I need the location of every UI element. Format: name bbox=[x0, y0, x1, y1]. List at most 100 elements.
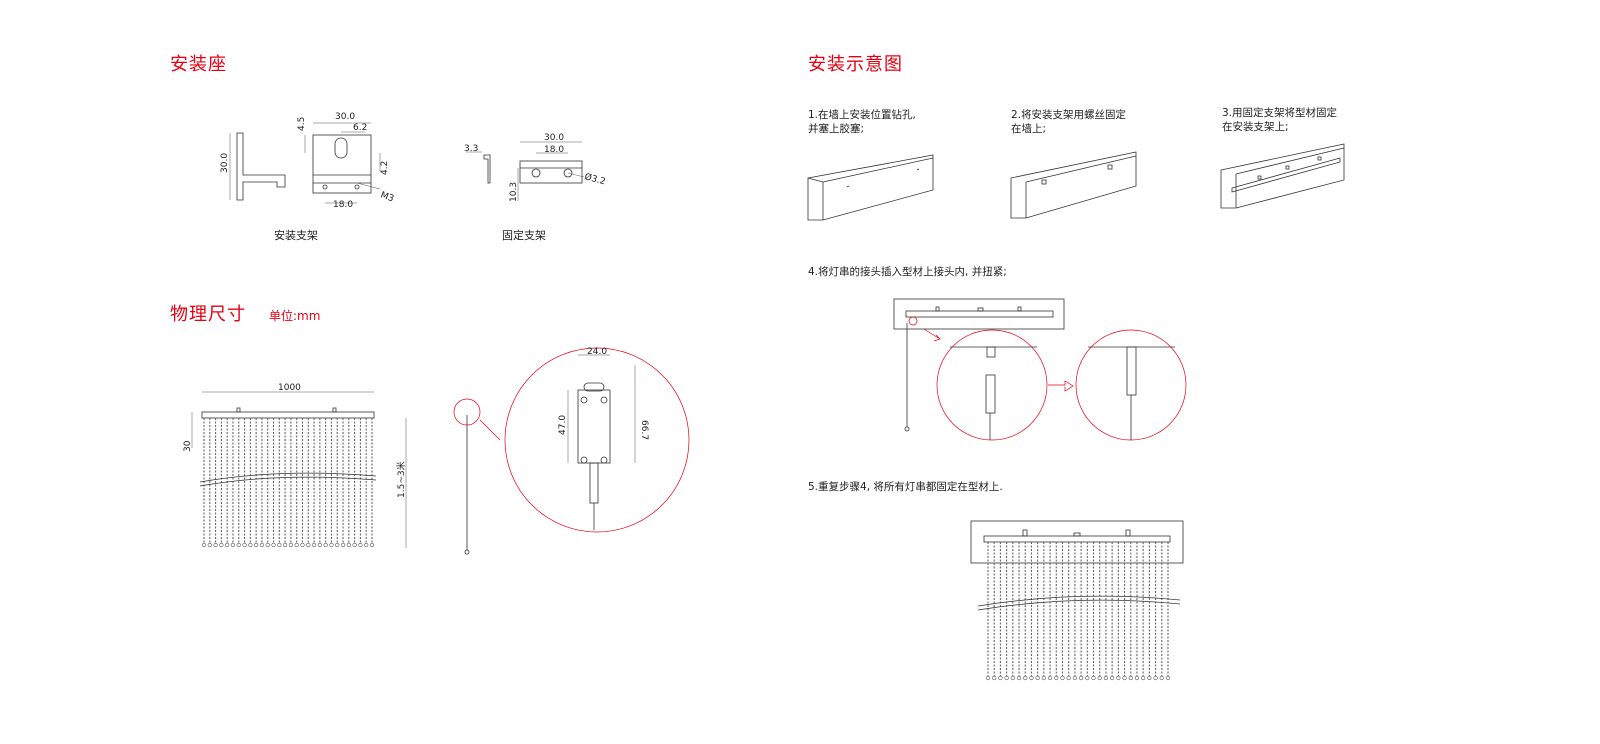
strand-end-bead bbox=[1016, 675, 1022, 681]
strand-end-bead bbox=[236, 542, 241, 548]
fixing-width-dim: 30.0 bbox=[544, 133, 564, 143]
strand-end-bead bbox=[1047, 675, 1053, 681]
connector-detail-drawing: 24.0 47.0 66.7 bbox=[453, 347, 690, 555]
strand-end-bead bbox=[1041, 675, 1046, 681]
step-2-line-2: 在墙上; bbox=[1011, 123, 1047, 135]
strand-end-bead bbox=[1004, 675, 1009, 681]
strand-end-bead bbox=[1147, 675, 1152, 681]
fixing-height-dim: 10.3 bbox=[509, 182, 519, 202]
strand-end-bead bbox=[340, 542, 346, 548]
strand-end-bead bbox=[294, 542, 299, 548]
strand-end-bead bbox=[1159, 675, 1164, 681]
strand-end-bead bbox=[248, 542, 253, 548]
strand-end-bead bbox=[277, 542, 282, 548]
strand-end-bead bbox=[1165, 675, 1171, 681]
strand-end-bead bbox=[311, 542, 317, 548]
strand-end-bead bbox=[207, 542, 212, 548]
mount-width-dim: 30.0 bbox=[335, 112, 355, 122]
step-1-line-2: 并塞上胶塞; bbox=[808, 123, 865, 135]
box-height-dim: 47.0 bbox=[558, 415, 568, 435]
strand-end-bead bbox=[1054, 675, 1059, 681]
strand-end-bead bbox=[1029, 675, 1034, 681]
strand-end-bead bbox=[358, 542, 363, 548]
strand-end-bead bbox=[352, 542, 357, 548]
step-2-text: 2.将安装支架用螺丝固定 在墙上; bbox=[1011, 108, 1126, 136]
fixing-bracket-caption: 固定支架 bbox=[502, 229, 546, 242]
step-3-line-1: 3.用固定支架将型材固定 bbox=[1222, 107, 1338, 119]
strand-end-bead bbox=[992, 675, 997, 681]
strand-end-bead bbox=[242, 542, 247, 548]
strand-end-bead bbox=[317, 542, 322, 548]
step-4-drawing bbox=[893, 298, 1187, 441]
strand-end-bead bbox=[1134, 675, 1140, 681]
strand-end-bead bbox=[1091, 675, 1096, 681]
strand-end-bead bbox=[1153, 675, 1158, 681]
strand-end-bead bbox=[1035, 675, 1040, 681]
strand-end-bead bbox=[1023, 675, 1028, 681]
strand-end-bead bbox=[306, 542, 311, 548]
strand-end-bead bbox=[1122, 675, 1127, 681]
strand-end-bead bbox=[254, 542, 259, 548]
mount-section-title: 安装座 bbox=[170, 54, 227, 75]
strand-end-bead bbox=[259, 542, 265, 548]
drop-dim: 1.5~3米 bbox=[395, 461, 407, 498]
step-2-line-1: 2.将安装支架用螺丝固定 bbox=[1011, 109, 1127, 121]
step-1-text: 1.在墙上安装位置钻孔, 并塞上胶塞; bbox=[808, 108, 916, 136]
step-1-wall-drawing bbox=[807, 154, 934, 221]
strand-end-bead bbox=[265, 542, 270, 548]
fixing-side-dim: 3.3 bbox=[464, 144, 478, 154]
strand-end-bead bbox=[288, 542, 293, 548]
length-dim: 1000 bbox=[278, 383, 301, 393]
strand-end-bead bbox=[1079, 675, 1084, 681]
strand-end-bead bbox=[335, 542, 340, 548]
mount-slot-dim: 6.2 bbox=[353, 123, 367, 133]
strand-end-bead bbox=[219, 542, 224, 548]
strand-end-bead bbox=[283, 542, 288, 548]
strand-end-bead bbox=[1116, 675, 1121, 681]
mount-bracket-caption: 安装支架 bbox=[274, 229, 318, 242]
strand-end-bead bbox=[1141, 675, 1146, 681]
fixing-hole-dim: Ø3.2 bbox=[583, 171, 607, 187]
strand-end-bead bbox=[323, 542, 328, 548]
strand-end-bead bbox=[213, 542, 218, 548]
fixing-inner-dim: 18.0 bbox=[544, 145, 564, 155]
mount-bottom-dim: 18.0 bbox=[333, 200, 353, 210]
strand-end-bead bbox=[1060, 675, 1065, 681]
mount-right-dim: 4.2 bbox=[380, 161, 390, 175]
step-4-text: 4.将灯串的接头插入型材上接头内, 并扭紧; bbox=[808, 266, 1007, 278]
box-width-dim: 24.0 bbox=[587, 347, 607, 357]
rail-height-dim: 30 bbox=[183, 440, 193, 452]
step-2-wall-drawing bbox=[1010, 151, 1137, 219]
fixing-bracket-drawing: 3.3 30.0 18.0 10.3 Ø3.2 bbox=[464, 133, 607, 202]
strand-end-bead bbox=[1072, 675, 1077, 681]
strand-end-bead bbox=[230, 542, 236, 548]
strand-end-bead bbox=[1085, 675, 1090, 681]
unit-label: 单位:mm bbox=[269, 309, 321, 323]
strand-end-bead bbox=[364, 542, 369, 548]
mount-bracket-drawing: 30.0 30.0 6.2 4.5 4.2 18.0 M3 bbox=[220, 112, 395, 210]
strand-end-bead bbox=[1066, 675, 1071, 681]
mount-screw-dim: M3 bbox=[379, 190, 395, 204]
strand-end-bead bbox=[225, 542, 230, 548]
strand-end-bead bbox=[346, 542, 351, 548]
step-5-text: 5.重复步骤4, 将所有灯串都固定在型材上. bbox=[808, 481, 1003, 493]
install-section-title: 安装示意图 bbox=[808, 54, 903, 75]
light-strands bbox=[201, 418, 375, 548]
strand-end-bead bbox=[985, 675, 991, 681]
strand-end-bead bbox=[1110, 675, 1115, 681]
step-3-wall-drawing bbox=[1220, 143, 1345, 209]
strand-end-bead bbox=[300, 542, 305, 548]
strand-end-bead bbox=[271, 542, 276, 548]
mount-top-dim: 4.5 bbox=[297, 117, 307, 131]
strand-end-bead bbox=[201, 542, 207, 548]
curtain-dimension-drawing: 1000 30 1.5~3米 bbox=[183, 383, 407, 548]
step-3-line-2: 在安装支架上; bbox=[1222, 121, 1289, 133]
strand-end-bead bbox=[329, 542, 334, 548]
step-5-drawing bbox=[970, 520, 1184, 681]
mount-height-dim: 30.0 bbox=[220, 153, 230, 173]
strand-end-bead bbox=[1010, 675, 1015, 681]
strand-end-bead bbox=[1128, 675, 1133, 681]
strand-end-bead bbox=[1097, 675, 1102, 681]
strand-end-bead bbox=[998, 675, 1003, 681]
strand-end-bead bbox=[369, 542, 375, 548]
